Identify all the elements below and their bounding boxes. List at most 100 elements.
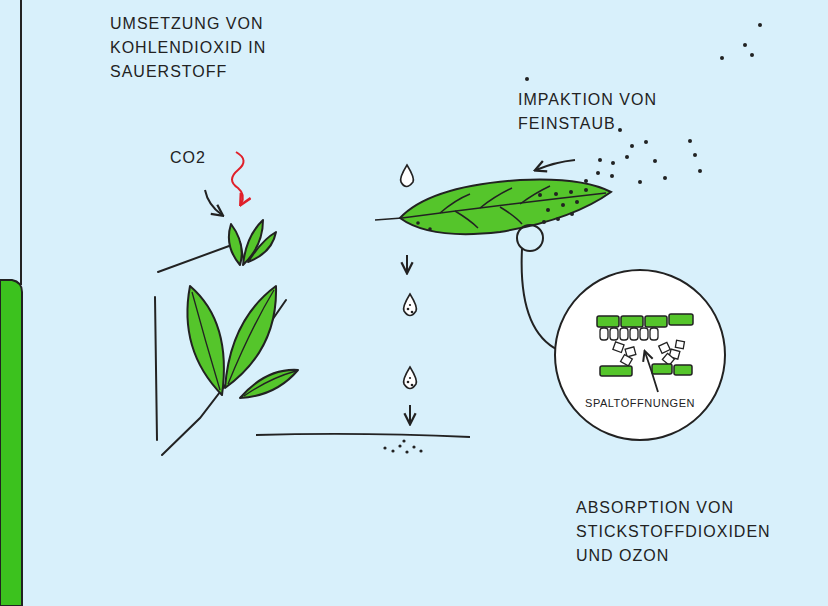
leaf [240, 370, 298, 398]
dust [758, 23, 762, 27]
epidermis-bottom [600, 364, 692, 376]
dust [743, 43, 747, 47]
light-arrow [232, 152, 244, 204]
dust [720, 56, 724, 60]
annotation-text: UMSETZUNG VON KOHLENDIOXID IN SAUERSTOFF [110, 12, 285, 84]
dust [409, 304, 411, 306]
dust [411, 311, 414, 314]
cell [640, 328, 648, 340]
branch [158, 242, 240, 272]
annotation-text: ABSORPTION VON STICKSTOFFDIOXIDEN UND OZ… [576, 496, 806, 568]
cell [645, 316, 667, 327]
dust [618, 128, 622, 132]
dust [698, 169, 702, 173]
side-bar [0, 280, 22, 606]
stem [162, 300, 286, 455]
vein [480, 188, 512, 208]
cell [600, 328, 608, 340]
zoom-circle-node: SPALTÖFFNUNGEN [554, 269, 726, 441]
dust [407, 381, 410, 384]
dust [542, 220, 546, 224]
dust [409, 377, 411, 379]
water-drop [401, 165, 414, 187]
dust [596, 171, 600, 175]
gas-label: CO2 [170, 146, 230, 170]
edge-line [20, 0, 22, 285]
dust [625, 155, 629, 159]
vein [244, 371, 296, 396]
sprout-leaf [248, 232, 276, 262]
epidermis-top [597, 314, 693, 327]
vein [520, 186, 550, 204]
leaf-veins [375, 186, 606, 228]
branch [155, 297, 157, 440]
cell [650, 328, 658, 340]
dust [653, 159, 657, 163]
dust [561, 203, 565, 207]
ground-line [256, 434, 470, 437]
cell [674, 365, 692, 375]
dust [416, 221, 420, 225]
dust [569, 190, 573, 194]
dust [411, 384, 414, 387]
dust [538, 193, 542, 197]
vein [500, 207, 522, 224]
dust-on-leaf [416, 188, 588, 231]
cell [621, 355, 633, 366]
leaf [400, 180, 611, 235]
palisade-cells [600, 328, 684, 366]
plant-leaves [187, 220, 298, 398]
zoom-circle [517, 225, 543, 251]
dust [610, 174, 614, 178]
leaf [187, 286, 223, 395]
vein [228, 290, 274, 384]
dust [663, 176, 667, 180]
sprout-leaf [229, 224, 242, 265]
cell [625, 347, 636, 357]
cell [621, 316, 643, 327]
dust [644, 140, 648, 144]
circle-outline [554, 269, 726, 441]
dust [525, 77, 529, 81]
dust [383, 446, 386, 449]
settled-dust [383, 439, 422, 453]
dust [570, 212, 574, 216]
dust [688, 139, 692, 143]
dust [405, 450, 408, 453]
dust [556, 217, 560, 221]
cell [630, 328, 638, 340]
dust [398, 444, 401, 447]
midrib [375, 193, 606, 220]
dust [638, 180, 642, 184]
leaf-veins [192, 290, 296, 396]
dust [428, 227, 432, 231]
cell [597, 316, 619, 327]
co2-arrow [205, 190, 222, 215]
dust [750, 53, 754, 57]
dust [554, 192, 558, 196]
dust [584, 188, 588, 192]
cell [675, 340, 684, 348]
cell [669, 314, 693, 325]
stem [240, 242, 244, 262]
dust [611, 161, 615, 165]
sprout-leaf [243, 220, 263, 265]
dust [693, 153, 697, 157]
stomata-arrow [645, 352, 658, 392]
leader-line [522, 249, 558, 350]
vein [455, 211, 478, 228]
cell [659, 342, 671, 353]
dust [546, 208, 550, 212]
cell [662, 353, 674, 365]
dust [575, 200, 579, 204]
dust [419, 449, 422, 452]
impaction-arrow [536, 160, 575, 170]
cell [652, 364, 672, 374]
dust [584, 179, 588, 183]
dirty-drop [404, 367, 417, 389]
dirty-drop [404, 294, 417, 316]
dust [391, 449, 394, 452]
cell [620, 328, 628, 340]
cell [613, 342, 624, 353]
down-arrow [409, 405, 411, 423]
